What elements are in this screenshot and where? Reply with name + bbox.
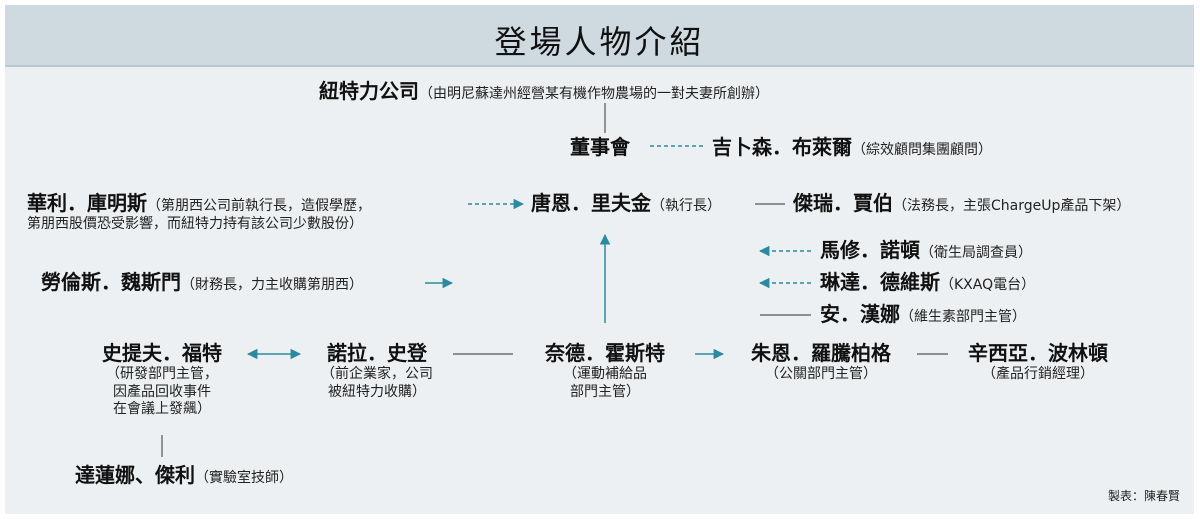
steve-desc-line3: 在會議上發飆） — [113, 401, 211, 417]
nora-name: 諾拉．史登 — [327, 341, 427, 365]
cinthia-desc: （產品行銷經理） — [982, 366, 1094, 382]
cfo-node: 勞倫斯．魏斯門（財務長，力主收購第朋西） — [41, 270, 363, 295]
ceo-desc: （執行長） — [651, 198, 721, 214]
ned-name: 奈德．霍斯特 — [545, 341, 665, 365]
vitamin-head-node: 安．漢娜（維生素部門主管） — [820, 302, 1026, 327]
title-bar: 登場人物介紹 — [5, 5, 1194, 67]
june-name: 朱恩．羅騰柏格 — [751, 341, 891, 365]
former-ceo-name: 華利．庫明斯 — [27, 191, 147, 215]
inspector-desc: （衛生局調查員） — [920, 245, 1032, 261]
reporter-name: 琳達．德維斯 — [820, 270, 940, 294]
credit-text: 製表：陳春賢 — [1107, 489, 1180, 503]
consultant-desc: （綜效顧問集團顧問） — [852, 142, 992, 158]
page-title: 登場人物介紹 — [494, 23, 705, 61]
cfo-desc: （財務長，力主收購第朋西） — [181, 277, 363, 293]
reporter-desc: （KXAQ電台） — [940, 277, 1036, 293]
ned-desc-line1: （運動補給品 — [563, 366, 647, 382]
ned-desc-line2: 部門主管） — [570, 383, 640, 400]
consultant-name: 吉卜森．布萊爾 — [712, 135, 852, 159]
former-ceo-node: 華利．庫明斯（第朋西公司前執行長，造假學歷， 第朋西股價恐受影響，而紐特力持有該… — [27, 191, 371, 234]
ned-node: 奈德．霍斯特 （運動補給品 部門主管） — [520, 341, 690, 401]
cinthia-node: 辛西亞．波林頓 （產品行銷經理） — [953, 341, 1123, 384]
nora-desc-line1: （前企業家，公司 — [321, 366, 433, 382]
vitamin-head-name: 安．漢娜 — [820, 302, 900, 326]
legal-desc: （法務長，主張ChargeUp產品下架） — [893, 198, 1131, 214]
cinthia-name: 辛西亞．波林頓 — [968, 341, 1108, 365]
board-node: 董事會 — [570, 135, 630, 160]
june-node: 朱恩．羅騰柏格 （公關部門主管） — [731, 341, 911, 384]
vitamin-head-desc: （維生素部門主管） — [900, 309, 1026, 325]
consultant-node: 吉卜森．布萊爾（綜效顧問集團顧問） — [712, 135, 992, 160]
company-desc: （由明尼蘇達州經營某有機作物農場的一對夫妻所創辦） — [419, 86, 769, 102]
lab-node: 達蓮娜、傑利（實驗室技師） — [75, 463, 293, 488]
nora-node: 諾拉．史登 （前企業家，公司 被紐特力收購） — [304, 341, 450, 401]
legal-node: 傑瑞．賈伯（法務長，主張ChargeUp產品下架） — [793, 191, 1130, 216]
company-name: 紐特力公司 — [319, 79, 419, 103]
board-name: 董事會 — [570, 135, 630, 159]
inspector-node: 馬修．諾頓（衛生局調查員） — [820, 238, 1032, 263]
cfo-name: 勞倫斯．魏斯門 — [41, 270, 181, 294]
legal-name: 傑瑞．賈伯 — [793, 191, 893, 215]
former-ceo-desc-line2: 第朋西股價恐受影響，而紐特力持有該公司少數股份） — [27, 216, 363, 232]
reporter-node: 琳達．德維斯（KXAQ電台） — [820, 270, 1035, 295]
steve-name: 史提夫．福特 — [102, 341, 222, 365]
chart-panel: 登場人物介紹 紐特力公司（由明尼蘇達州經營某有機作物農場的一對夫妻所創辦） 董事… — [5, 5, 1194, 514]
former-ceo-desc-line1: （第朋西公司前執行長，造假學歷， — [147, 198, 371, 214]
company-node: 紐特力公司（由明尼蘇達州經營某有機作物農場的一對夫妻所創辦） — [319, 79, 769, 104]
nora-desc-line2: 被紐特力收購） — [328, 383, 426, 400]
steve-desc-line1: （研發部門主管， — [106, 366, 218, 382]
connector-layer — [161, 103, 948, 457]
steve-node: 史提夫．福特 （研發部門主管， 因產品回收事件 在會議上發飆） — [72, 341, 252, 419]
inspector-name: 馬修．諾頓 — [820, 238, 920, 262]
june-desc: （公關部門主管） — [765, 366, 877, 382]
steve-desc-line2: 因產品回收事件 — [113, 383, 211, 400]
ceo-node: 唐恩．里夫金（執行長） — [531, 191, 721, 216]
lab-desc: （實驗室技師） — [195, 470, 293, 486]
lab-name: 達蓮娜、傑利 — [75, 463, 195, 487]
ceo-name: 唐恩．里夫金 — [531, 191, 651, 215]
